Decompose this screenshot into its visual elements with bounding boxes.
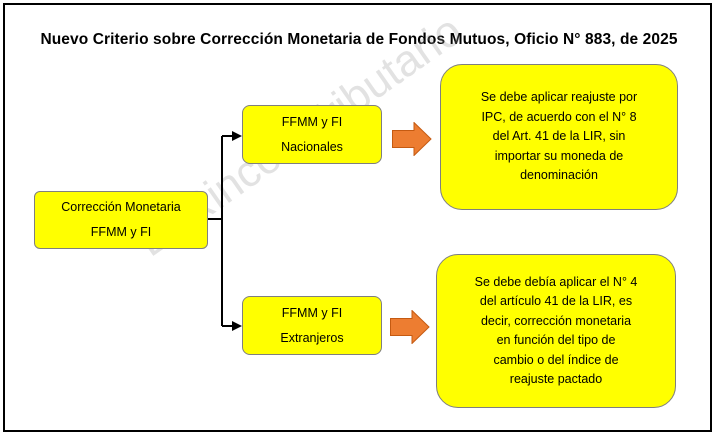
result-text-line: decir, corrección monetaria (480, 313, 632, 328)
result-box-extranjeros: Se debe debía aplicar el N° 4 del artícu… (436, 254, 676, 408)
branch-box-extranjeros: FFMM y FI Extranjeros (242, 296, 382, 355)
result-text-line: IPC, de acuerdo con el N° 8 (481, 109, 637, 124)
block-arrow-bottom (390, 310, 430, 344)
result-box-nacionales: Se debe aplicar reajuste por IPC, de acu… (440, 64, 678, 210)
result-text-line: del Art. 41 de la LIR, sin (492, 129, 626, 144)
result-text-line: reajuste pactado (509, 372, 603, 386)
diagram-title: Nuevo Criterio sobre Corrección Monetari… (40, 31, 678, 48)
block-arrow-top (392, 122, 432, 156)
branch-label-line: Nacionales (281, 139, 343, 154)
root-box: Corrección Monetaria FFMM y FI (34, 191, 208, 249)
branch-label-line: Extranjeros (280, 330, 344, 345)
root-label-line: Corrección Monetaria (61, 200, 181, 214)
result-text-line: importar su moneda de (494, 148, 624, 163)
result-text-line: del artículo 41 de la LIR, es (479, 294, 633, 308)
result-text-line: cambio o del índice de (493, 352, 619, 367)
branch-label-line: FFMM y FI (281, 305, 343, 320)
branch-label-line: FFMM y FI (281, 114, 343, 129)
root-label-line: FFMM y FI (90, 225, 152, 239)
result-text-line: en función del tipo de (496, 333, 616, 347)
diagram-frame (3, 3, 712, 432)
branch-arrowhead-bottom (232, 321, 242, 331)
result-text-line: Se debe debía aplicar el N° 4 (474, 274, 638, 289)
result-text-line: Se debe aplicar reajuste por (480, 90, 638, 105)
branch-box-nacionales: FFMM y FI Nacionales (242, 105, 382, 164)
branch-arrowhead-top (232, 131, 242, 141)
result-text-line: denominación (520, 168, 598, 183)
